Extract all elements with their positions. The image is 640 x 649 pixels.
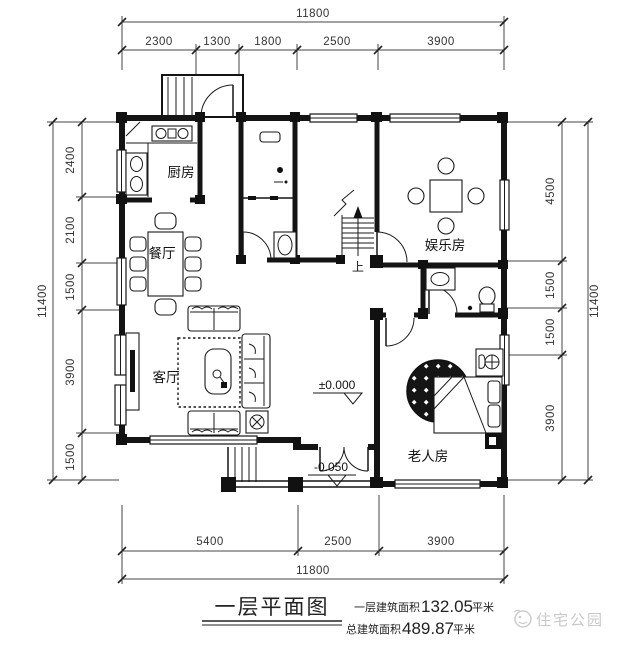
window-kitchen-west: [116, 149, 127, 193]
window-entertainment-north: [389, 113, 461, 123]
window-living-west-2: [114, 384, 127, 426]
porch-column: [288, 477, 303, 492]
watermark: 住宅公园: [513, 609, 604, 629]
window-living-south: [149, 435, 258, 445]
entertainment-door-swing: [376, 231, 408, 263]
room-label-kitchen: 厨房: [168, 165, 195, 180]
dimensions-left: 11400 2400 2100 1500 3900 1500: [37, 117, 119, 485]
title-block: 一层平面图 一层建筑面积 132.05 平米 总建筑面积 489.87 平米: [202, 596, 494, 638]
dim-bottom-seg-1: 5400: [196, 536, 224, 548]
dim-top-seg-5: 3900: [427, 36, 455, 48]
south-porch: [221, 447, 374, 492]
nightstand: [485, 433, 503, 449]
window-elderly-south: [394, 479, 481, 489]
sofa-east: [241, 333, 271, 409]
dimensions-top: 11800 2300 1300 1800 2500 3900: [117, 8, 509, 74]
dim-left-seg-4: 3900: [65, 358, 77, 386]
watermark-text: 住宅公园: [536, 612, 604, 629]
elderly-door-swing: [385, 317, 415, 347]
dimensions-right: 4500 1500 1500 3900 11400: [507, 117, 601, 485]
floor-drain: [467, 305, 473, 311]
room-label-entertainment: 娱乐房: [425, 238, 466, 253]
window-dining-west: [116, 257, 127, 306]
shower-head-icon: [277, 167, 283, 173]
bath-sink-icon: [425, 267, 456, 291]
dim-top-overall: 11800: [296, 8, 330, 20]
north-porch: [161, 74, 244, 118]
dim-bottom-seg-3: 3900: [427, 536, 455, 548]
window-entertainment-east: [499, 179, 510, 231]
dim-top-seg-3: 1800: [254, 36, 282, 48]
dim-top-seg-2: 1300: [203, 36, 231, 48]
toilet-icon: [273, 231, 297, 259]
dining-room: 餐厅: [129, 212, 202, 316]
shower-bath-door-swing: [242, 231, 272, 261]
kitchen-sink-icon: [125, 152, 148, 196]
elderly-room: 老人房: [406, 348, 504, 464]
area-note-line2: 总建筑面积 489.87 平米: [346, 619, 475, 638]
dim-right-seg-3: 1500: [545, 318, 557, 346]
watermark-logo-icon: [513, 609, 532, 628]
side-table: [245, 410, 269, 434]
entertainment-room: 娱乐房: [407, 157, 485, 253]
dim-top-seg-4: 2500: [323, 36, 351, 48]
dining-table: [147, 231, 184, 297]
level-marker-main: ±0.000: [313, 378, 364, 405]
north-entry-door-swing: [200, 84, 234, 118]
dim-left-seg-2: 2100: [65, 216, 77, 244]
bed: [433, 376, 503, 434]
dresser: [475, 348, 504, 377]
kitchen: 厨房: [125, 121, 197, 197]
area-note-line1: 一层建筑面积 132.05 平米: [354, 597, 494, 616]
dim-left-seg-3: 1500: [65, 273, 77, 301]
stair-up-arrow: [353, 206, 363, 218]
plan-title: 一层平面图: [215, 596, 330, 619]
staircase: 上: [333, 189, 374, 274]
dim-left-seg-5: 1500: [65, 443, 77, 471]
room-label-dining: 餐厅: [149, 246, 176, 261]
window-hall-north: [309, 113, 358, 123]
toilet-icon: [478, 286, 496, 313]
area2-label: 总建筑面积: [346, 622, 401, 636]
entrance-level-text: -0.050: [314, 460, 348, 474]
shower-bathroom: [241, 131, 297, 259]
stairs-up-label: 上: [352, 260, 364, 274]
floor-level-text: ±0.000: [319, 378, 356, 392]
sofa-south: [187, 410, 241, 436]
porch-column: [221, 477, 236, 492]
dim-left-seg-1: 2400: [65, 146, 77, 174]
dim-bottom-seg-2: 2500: [324, 536, 352, 548]
tv-cabinet: [125, 332, 140, 411]
dim-right-seg-1: 4500: [545, 177, 557, 205]
dim-right-seg-2: 1500: [545, 271, 557, 299]
stove-icon: [151, 125, 193, 142]
room-label-living: 客厅: [153, 369, 180, 385]
shelf: [259, 131, 281, 143]
room-label-elderly: 老人房: [408, 449, 449, 464]
area1-unit: 平米: [472, 601, 494, 614]
level-marker-entrance: -0.050: [308, 460, 356, 487]
dim-bottom-overall: 11800: [296, 565, 330, 577]
area1-label: 一层建筑面积: [354, 600, 420, 614]
living-room: 客厅: [125, 305, 271, 436]
rug: [177, 337, 241, 408]
small-bathroom: [425, 267, 496, 313]
dim-top-seg-1: 2300: [145, 36, 173, 48]
dim-right-seg-4: 3900: [545, 404, 557, 432]
dimensions-bottom: 5400 2500 3900 11800: [117, 495, 509, 584]
window-living-west-1: [114, 334, 127, 376]
coffee-table: [204, 348, 232, 395]
windows: [114, 113, 510, 489]
area1-value: 132.05: [421, 597, 473, 616]
dim-right-overall: 11400: [589, 284, 601, 318]
stair-break-line: [333, 189, 355, 217]
area2-value: 489.87: [402, 619, 454, 638]
area2-unit: 平米: [453, 623, 475, 636]
game-table: [429, 179, 463, 213]
sofa-north: [187, 305, 241, 332]
dim-left-overall: 11400: [37, 284, 49, 318]
main-entrance-double-door: [319, 446, 369, 472]
